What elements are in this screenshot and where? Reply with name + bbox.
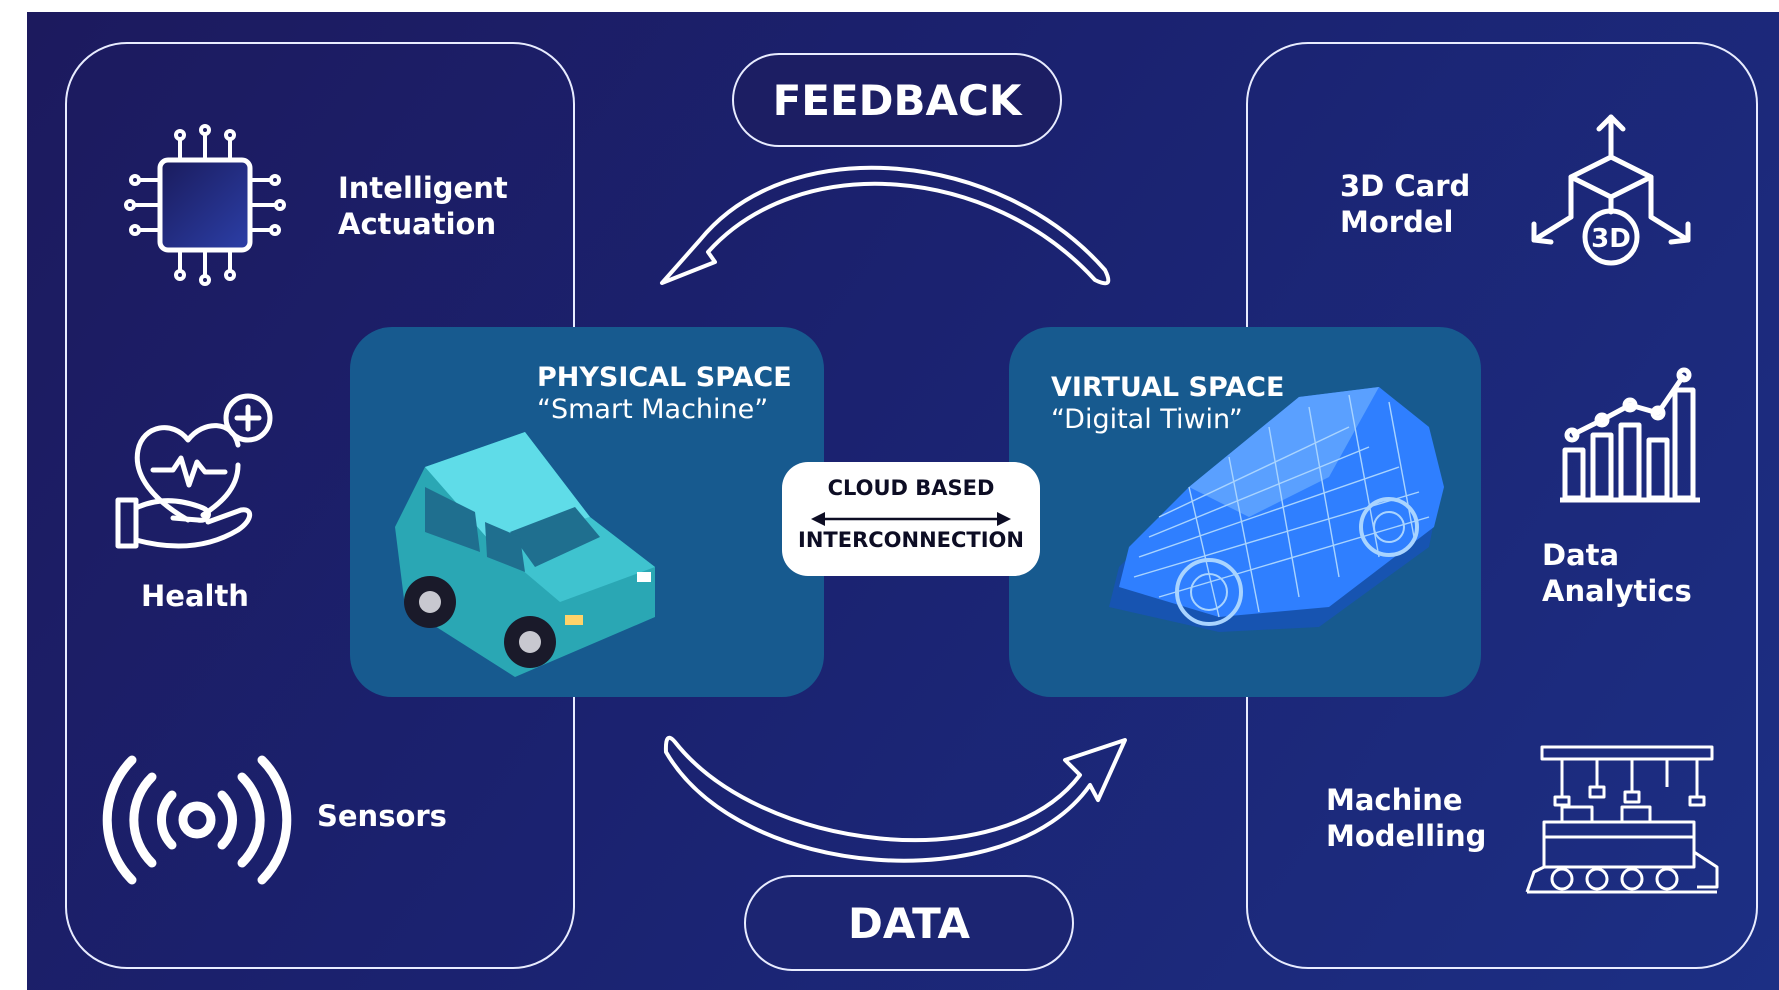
physical-space-title: PHYSICAL SPACE bbox=[537, 362, 792, 393]
physical-space-subtitle: “Smart Machine” bbox=[537, 394, 769, 425]
data-analytics-label: Data Analytics bbox=[1542, 537, 1692, 609]
physical-space-panel: PHYSICAL SPACE “Smart Machine” bbox=[350, 327, 824, 697]
signal-icon bbox=[102, 755, 292, 885]
3d-card-model-label: 3D Card Mordel bbox=[1340, 168, 1470, 240]
label-line: Mordel bbox=[1340, 205, 1454, 239]
label-line: Data bbox=[1542, 538, 1620, 572]
svg-text:3D: 3D bbox=[1591, 224, 1631, 254]
heart-hand-icon bbox=[115, 393, 273, 549]
label-line: 3D Card bbox=[1340, 169, 1471, 203]
cloud-line-1: CLOUD BASED bbox=[827, 476, 995, 500]
label-line: Modelling bbox=[1326, 819, 1487, 853]
label-line: Analytics bbox=[1542, 574, 1692, 608]
bar-chart-icon bbox=[1560, 367, 1700, 503]
machine-modelling-label: Machine Modelling bbox=[1326, 782, 1486, 854]
virtual-space-title: VIRTUAL SPACE bbox=[1051, 372, 1285, 403]
virtual-space-subtitle: “Digital Tiwin” bbox=[1051, 404, 1243, 435]
feedback-text: FEEDBACK bbox=[772, 75, 1022, 125]
cloud-line-2: INTERCONNECTION bbox=[798, 528, 1024, 552]
car-icon bbox=[395, 432, 655, 677]
cloud-interconnection-box: CLOUD BASED INTERCONNECTION bbox=[782, 462, 1040, 576]
double-arrow-icon bbox=[811, 512, 1011, 526]
virtual-space-panel: VIRTUAL SPACE “Digital Tiwin” bbox=[1009, 327, 1481, 697]
chip-icon bbox=[124, 124, 286, 286]
data-text: DATA bbox=[847, 898, 970, 948]
3d-cube-icon: 3D bbox=[1531, 114, 1691, 266]
data-label: DATA bbox=[744, 875, 1074, 971]
label-line: Actuation bbox=[338, 207, 497, 241]
sensors-label: Sensors bbox=[317, 798, 447, 834]
label-line: Sensors bbox=[317, 799, 447, 833]
label-line: Health bbox=[141, 579, 249, 613]
intelligent-actuation-label: Intelligent Actuation bbox=[338, 170, 508, 242]
health-label: Health bbox=[141, 578, 249, 614]
wireframe-car-icon bbox=[1109, 387, 1444, 632]
assembly-line-icon bbox=[1525, 745, 1719, 894]
feedback-label: FEEDBACK bbox=[732, 53, 1062, 147]
label-line: Machine bbox=[1326, 783, 1463, 817]
label-line: Intelligent bbox=[338, 171, 508, 205]
